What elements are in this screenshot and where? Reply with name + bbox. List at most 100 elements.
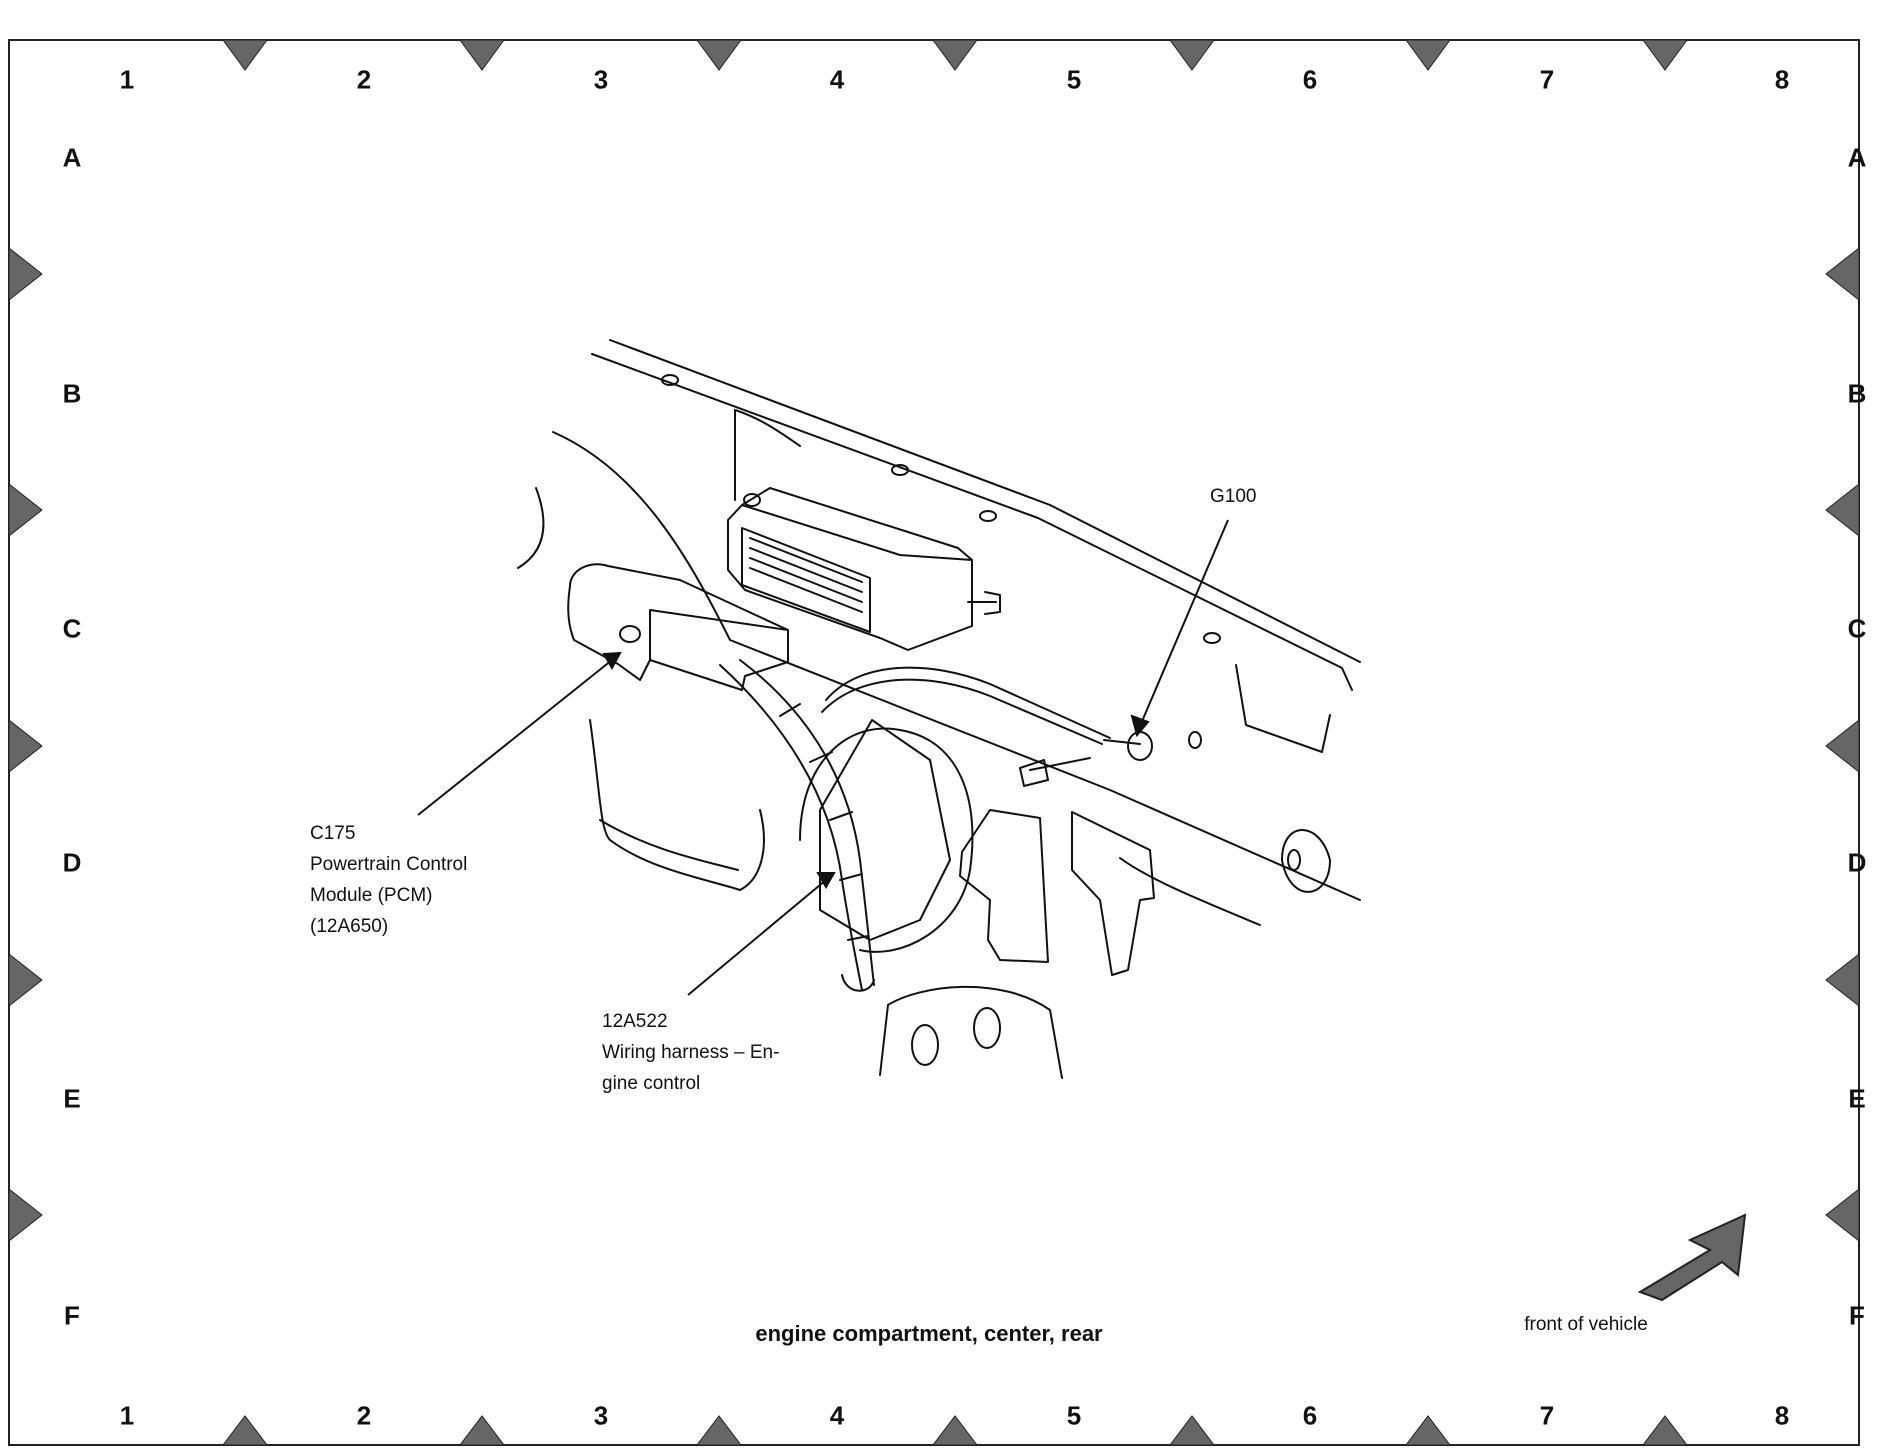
grid-row-left-b: B [62,378,82,409]
border-marker-bottom-5 [1168,1415,1216,1446]
border-marker-left-4 [8,952,43,1008]
pcm-fastener [743,493,761,507]
cowl-top-edge-inner [609,339,1361,663]
firewall-hex-opening [819,719,951,941]
grid-row-left-a: A [62,142,82,173]
border-marker-top-5 [1169,39,1215,71]
grid-row-left-d: D [62,847,82,878]
pcm-callout: C175 Powertrain Control Module (PCM) (12… [310,818,467,942]
border-marker-right-3 [1825,718,1860,774]
pcm-module-top [741,504,973,561]
harness-callout: 12A522 Wiring harness – En- gine control [602,1006,779,1099]
firewall-lower-right [1119,857,1261,926]
border-marker-right-1 [1825,246,1860,302]
g100-ground-cable [825,666,1111,739]
front-of-vehicle-label: front of vehicle [1524,1314,1648,1335]
grid-row-right-f: F [1849,1300,1865,1331]
grid-row-left-e: E [63,1083,81,1114]
firewall-round-opening [799,727,974,953]
front-of-vehicle-arrow-icon [1637,1213,1747,1302]
border-marker-bottom-2 [458,1415,506,1446]
harness-leader-arrowhead [816,872,836,890]
firewall-tab-opening [959,809,1049,963]
border-marker-top-1 [222,39,268,71]
grid-row-left-c: C [62,613,82,644]
harness-name-line-2: gine control [602,1073,701,1094]
harness-leader-line [687,879,827,996]
border-marker-right-5 [1825,1187,1860,1243]
grid-column-bottom-8: 8 [1774,1400,1790,1431]
pcm-module-front [741,527,871,633]
grid-column-top-7: 7 [1539,64,1555,95]
g100-ground-cable-2 [821,678,1103,745]
grid-column-bottom-6: 6 [1302,1400,1318,1431]
diagram-caption: engine compartment, center, rear [755,1321,1103,1346]
border-marker-left-5 [8,1187,43,1243]
border-marker-right-2 [1825,482,1860,538]
firewall-plate-holes [911,1007,1001,1066]
pcm-module-ribs [749,537,863,613]
g100-leader-arrowhead [1130,714,1150,738]
cowl-bolt-holes [661,374,1221,644]
grid-column-top-5: 5 [1066,64,1082,95]
border-marker-bottom-3 [695,1415,743,1446]
harness-part-number: 12A522 [602,1011,668,1032]
pcm-part-number: (12A650) [310,916,389,937]
grid-column-top-4: 4 [829,64,845,95]
border-marker-bottom-1 [221,1415,269,1446]
pcm-mount-bolt [967,591,1001,615]
grid-column-bottom-2: 2 [356,1400,372,1431]
wiring-harness-inner [739,659,875,986]
grid-column-top-1: 1 [119,64,135,95]
g100-stud-hole [1188,731,1202,749]
border-marker-bottom-6 [1404,1415,1452,1446]
grid-row-right-e: E [1848,1083,1866,1114]
grid-row-left-f: F [64,1300,80,1331]
pcm-name-line-1: Powertrain Control [310,854,468,875]
border-marker-top-3 [696,39,742,71]
border-marker-left-3 [8,718,43,774]
border-marker-right-4 [1825,952,1860,1008]
cowl-lip [734,409,801,501]
cowl-top-edge [591,353,1353,691]
c175-bolt [619,625,641,643]
c175-connector [567,563,789,691]
pcm-connector-code: C175 [310,823,356,844]
c175-connector-face [649,609,789,661]
firewall-plate [879,985,1063,1079]
pcm-module-body [727,487,973,651]
pcm-name-line-2: Module (PCM) [310,885,433,906]
cowl-flange [1235,664,1331,753]
grid-row-right-c: C [1847,613,1867,644]
pcm-leader-arrowhead [602,651,622,671]
grid-row-right-a: A [1847,142,1867,173]
border-marker-top-6 [1405,39,1451,71]
harness-name-line-1: Wiring harness – En- [602,1042,780,1063]
grid-column-top-8: 8 [1774,64,1790,95]
wiring-harness-end [841,974,875,992]
grid-column-bottom-4: 4 [829,1400,845,1431]
border-marker-bottom-4 [931,1415,979,1446]
border-marker-bottom-7 [1641,1415,1689,1446]
grid-column-bottom-3: 3 [593,1400,609,1431]
wiring-harness-bands [779,703,869,941]
grid-row-right-b: B [1847,378,1867,409]
grid-column-top-3: 3 [593,64,609,95]
border-marker-left-1 [8,246,43,302]
g100-eyelet [1103,731,1153,761]
fender-well [589,719,765,891]
grid-column-bottom-1: 1 [119,1400,135,1431]
grid-column-top-2: 2 [356,64,372,95]
grid-row-right-d: D [1847,847,1867,878]
cowl-panel-edge [552,431,1361,901]
grid-column-top-6: 6 [1302,64,1318,95]
g100-label: G100 [1210,486,1257,507]
fender-well-inner [599,819,739,871]
grid-column-bottom-5: 5 [1066,1400,1082,1431]
border-marker-top-4 [932,39,978,71]
firewall-boss [1281,829,1331,893]
grid-markers [8,39,1860,1446]
left-arc [517,487,545,569]
